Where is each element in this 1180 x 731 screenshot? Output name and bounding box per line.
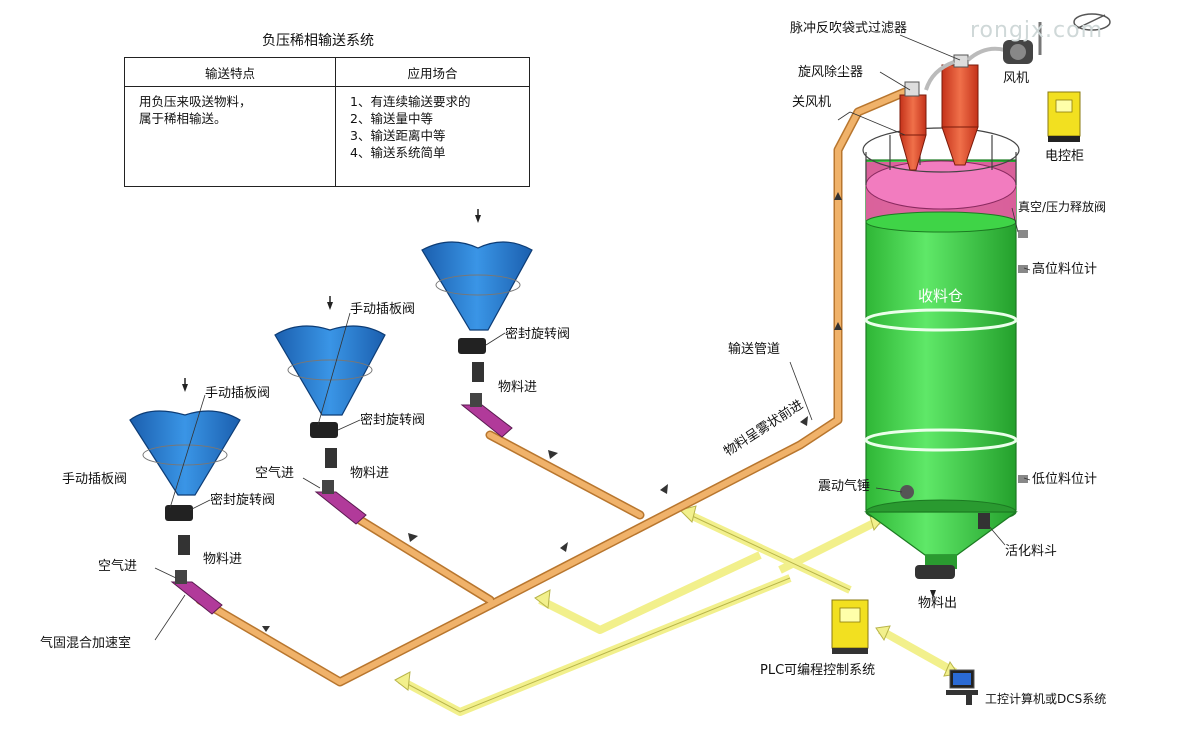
hopper-2 <box>274 296 386 494</box>
rotary-valve-label-2: 密封旋转阀 <box>360 413 426 428</box>
control-cabinet <box>1047 91 1081 142</box>
fan <box>1003 13 1111 64</box>
feature-line: 属于稀相输送。 <box>139 111 227 126</box>
info-title: 负压稀相输送系统 <box>262 33 374 49</box>
material-in-label-2: 物料进 <box>350 466 390 481</box>
air-in-label-2: 空气进 <box>255 466 295 481</box>
air-in-label-1: 空气进 <box>98 559 138 574</box>
signal-lines-outline <box>399 514 851 713</box>
cyclone-label: 旋风除尘器 <box>798 65 864 80</box>
material-out-label: 物料出 <box>918 596 958 611</box>
conveying-pipes <box>195 87 910 687</box>
hopper-3 <box>421 209 533 407</box>
hopper-1 <box>129 378 241 584</box>
silo <box>862 127 1028 598</box>
low-level-gauge-label: 低位料位计 <box>1032 472 1098 487</box>
fan-label: 风机 <box>1003 71 1030 86</box>
info-table: 输送特点 应用场合 用负压来吸送物料， 属于稀相输送。 1、有连续输送要求的 2… <box>124 57 530 187</box>
material-in-label-3: 物料进 <box>498 380 538 395</box>
watermark: rongjx.com <box>970 18 1104 43</box>
vacuum-relief-valve-label: 真空/压力释放阀 <box>1018 200 1107 214</box>
col2-header: 应用场合 <box>335 57 530 87</box>
application-line: 2、输送量中等 <box>350 111 433 126</box>
manual-gate-label-2: 手动插板阀 <box>205 386 271 401</box>
silo-label: 收料仓 <box>918 287 964 305</box>
rotary-valve-label-3: 密封旋转阀 <box>505 327 571 342</box>
features-cell: 用负压来吸送物料， 属于稀相输送。 <box>124 86 336 187</box>
cyclone <box>899 81 927 171</box>
computer <box>946 669 978 705</box>
conveying-pipe-label: 输送管道 <box>728 342 781 357</box>
plc-label: PLC可编程控制系统 <box>760 663 876 678</box>
control-cabinet-label: 电控柜 <box>1045 149 1085 164</box>
application-line: 4、输送系统简单 <box>350 145 446 160</box>
rotary-valve-label-1: 密封旋转阀 <box>210 493 276 508</box>
application-line: 1、有连续输送要求的 <box>350 94 471 109</box>
feature-line: 用负压来吸送物料， <box>139 94 252 109</box>
material-in-label-1: 物料进 <box>203 552 243 567</box>
plc-cabinet <box>831 599 869 654</box>
fluidizing-hopper-label: 活化料斗 <box>1005 544 1058 559</box>
mixing-chambers <box>170 404 513 615</box>
mixing-chamber-label: 气固混合加速室 <box>40 636 132 651</box>
high-level-gauge-label: 高位料位计 <box>1032 262 1098 277</box>
flow-arrows <box>262 192 842 632</box>
dcs-label: 工控计算机或DCS系统 <box>985 692 1107 706</box>
col1-header: 输送特点 <box>124 57 336 87</box>
applications-cell: 1、有连续输送要求的 2、输送量中等 3、输送距离中等 4、输送系统简单 <box>335 86 530 187</box>
manual-gate-label-3: 手动插板阀 <box>350 302 416 317</box>
vibration-hammer-label: 震动气锤 <box>818 479 871 494</box>
rotary-airlock-label: 关风机 <box>792 95 832 110</box>
application-line: 3、输送距离中等 <box>350 128 446 143</box>
leader-lines <box>154 34 1031 641</box>
pulse-filter <box>924 46 1006 166</box>
pulse-filter-label: 脉冲反吹袋式过滤器 <box>790 21 908 36</box>
manual-gate-label-1: 手动插板阀 <box>62 472 128 487</box>
